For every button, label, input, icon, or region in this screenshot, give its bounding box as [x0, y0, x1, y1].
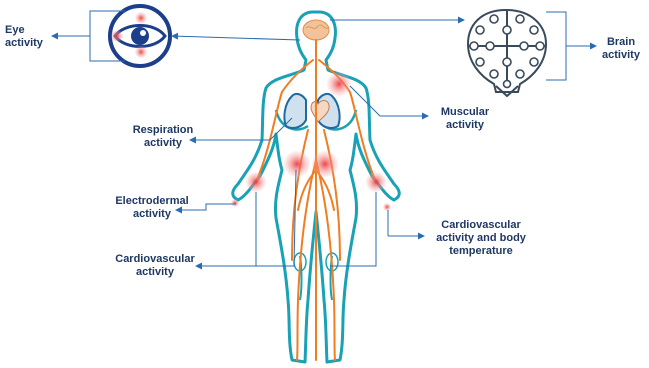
label-eye-line2: activity [5, 37, 43, 50]
brain-shape [303, 20, 329, 40]
label-electrodermal-line1: Electrodermal [110, 195, 194, 208]
sensor-shoulder [327, 72, 351, 96]
label-cardiovascular-activity-right: Cardiovascular activity and body tempera… [428, 219, 534, 258]
label-muscular-activity: Muscular activity [430, 106, 500, 132]
sensor-right-finger [383, 203, 391, 211]
label-cardiovascular-activity-left: Cardiovascular activity [112, 253, 198, 279]
label-electrodermal-activity: Electrodermal activity [110, 195, 194, 221]
arrow-head-to-eye [172, 36, 300, 40]
label-eye-line1: Eye [5, 24, 43, 37]
brain-bracket [546, 12, 566, 80]
label-muscular-line1: Muscular [430, 106, 500, 119]
label-brain-activity: Brain activity [596, 36, 646, 62]
sensor-left-finger [231, 199, 239, 207]
label-brain-line1: Brain [596, 36, 646, 49]
eye-icon [110, 6, 170, 66]
sensor-abdomen-left [284, 151, 310, 177]
label-respiration-line1: Respiration [128, 124, 198, 137]
label-cardio-left-line2: activity [112, 266, 198, 279]
eeg-head-icon [468, 10, 546, 96]
label-cardio-right-line1: Cardiovascular [428, 219, 534, 232]
label-eye-activity: Eye activity [5, 24, 43, 50]
sensor-right-wrist [366, 172, 386, 192]
label-cardio-left-line1: Cardiovascular [112, 253, 198, 266]
label-muscular-line2: activity [430, 119, 500, 132]
label-cardio-right-line3: temperature [428, 245, 534, 258]
label-cardio-right-line2: activity and body [428, 232, 534, 245]
sensor-abdomen-right [312, 151, 338, 177]
label-respiration-activity: Respiration activity [128, 124, 198, 150]
label-brain-line2: activity [596, 49, 646, 62]
label-electrodermal-line2: activity [110, 208, 194, 221]
sensor-left-wrist [246, 172, 266, 192]
label-respiration-line2: activity [128, 137, 198, 150]
